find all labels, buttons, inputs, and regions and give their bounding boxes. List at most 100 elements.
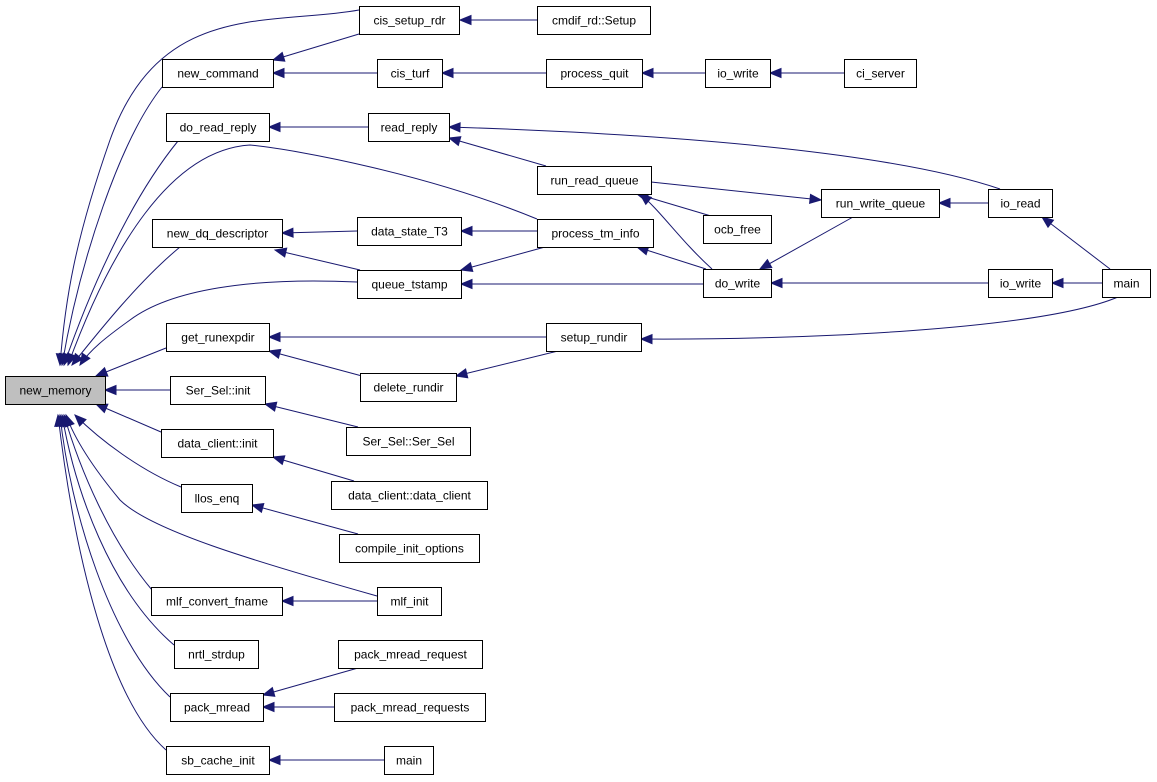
arrowhead-new_memory [103, 384, 117, 396]
node-mlf-init[interactable]: mlf_init [377, 587, 442, 616]
edge-setup_rundir-to-delete_rundir [455, 350, 559, 377]
node-do-write[interactable]: do_write [703, 269, 772, 298]
node-label: data_state_T3 [371, 225, 448, 239]
arrowhead-io_write_2 [1050, 277, 1064, 289]
node-box [152, 219, 283, 248]
node-box [151, 587, 283, 616]
edge-sb_cache_init-to-new_memory [57, 414, 167, 751]
node-box [5, 376, 106, 405]
node-label: io_write [717, 67, 759, 81]
edge-do_read_reply-to-new_memory [63, 140, 179, 366]
node-setup-rundir[interactable]: setup_rundir [546, 323, 642, 352]
node-label: llos_enq [195, 492, 240, 506]
edge-new_dq_descriptor-to-new_memory [71, 246, 181, 366]
node-label: process_tm_info [551, 227, 639, 241]
node-label: nrtl_strdup [188, 648, 245, 662]
node-label: io_write [1000, 277, 1042, 291]
node-pack-mread[interactable]: pack_mread [170, 693, 264, 722]
node-io-read[interactable]: io_read [988, 189, 1053, 218]
node-io-write-1[interactable]: io_write [705, 59, 771, 88]
node-new-command[interactable]: new_command [162, 59, 274, 88]
node-cmdif-setup[interactable]: cmdif_rd::Setup [537, 6, 651, 35]
node-pack-mread-requests[interactable]: pack_mread_requests [334, 693, 486, 722]
arrowhead-get_runexpdir [267, 331, 281, 343]
node-process-tm-info[interactable]: process_tm_info [537, 219, 654, 248]
node-label: pack_mread_request [354, 648, 467, 662]
edge-queue_tstamp-to-new_memory [79, 280, 358, 366]
arrowhead-io_write_1 [768, 67, 782, 79]
node-delete-rundir[interactable]: delete_rundir [360, 373, 457, 402]
node-llos-enq[interactable]: llos_enq [181, 484, 253, 513]
node-ser-sel-init[interactable]: Ser_Sel::init [170, 376, 266, 405]
call-nodes: new_memory cis_setup_rdr cmdif_rd::Setupne… [5, 6, 1151, 775]
node-label: data_client::data_client [348, 489, 471, 503]
node-process-quit[interactable]: process_quit [546, 59, 643, 88]
node-new-dq-descriptor[interactable]: new_dq_descriptor [152, 219, 283, 248]
arrowhead-setup_rundir [639, 333, 653, 345]
edge-io_read-to-read_reply [448, 126, 1001, 190]
node-new-memory[interactable]: new_memory [5, 376, 106, 405]
node-pack-mread-request[interactable]: pack_mread_request [338, 640, 483, 669]
arrowhead-ser_sel_init [263, 401, 278, 412]
node-mlf-convert-fname[interactable]: mlf_convert_fname [151, 587, 283, 616]
arrowhead-new_memory [94, 403, 109, 414]
node-box [181, 484, 253, 513]
node-box [546, 323, 642, 352]
edge-new_command-to-new_memory [61, 86, 163, 366]
node-queue-tstamp[interactable]: queue_tstamp [357, 270, 462, 299]
arrowhead-run_write_queue [809, 193, 823, 205]
edge-pack_mread_request-to-pack_mread [262, 667, 359, 696]
node-label: cis_setup_rdr [373, 14, 445, 28]
arrowhead-queue_tstamp [459, 278, 473, 290]
node-label: queue_tstamp [371, 278, 447, 292]
node-io-write-2[interactable]: io_write [988, 269, 1053, 298]
edge-run_read_queue-to-read_reply [448, 137, 547, 167]
node-main-1[interactable]: main [1102, 269, 1151, 298]
node-box [346, 427, 471, 456]
node-box [174, 640, 259, 669]
node-box [705, 59, 771, 88]
arrowhead-cis_turf [440, 67, 454, 79]
node-label: pack_mread [184, 701, 250, 715]
node-label: cis_turf [391, 67, 430, 81]
edge-delete_rundir-to-get_runexpdir [268, 350, 363, 377]
edge-data_state_T3-to-new_dq_descriptor [281, 230, 358, 234]
node-box [377, 59, 443, 88]
node-ci-server[interactable]: ci_server [844, 59, 917, 88]
node-box [537, 6, 651, 35]
node-label: run_write_queue [836, 197, 926, 211]
node-box [359, 6, 460, 35]
node-box [360, 373, 457, 402]
node-nrtl-strdup[interactable]: nrtl_strdup [174, 640, 259, 669]
node-cis-setup-rdr[interactable]: cis_setup_rdr [359, 6, 460, 35]
arrowhead-queue_tstamp [459, 261, 474, 273]
node-main-2[interactable]: main [384, 746, 434, 775]
node-box [170, 693, 264, 722]
node-box [703, 269, 772, 298]
node-ser-sel-ctor[interactable]: Ser_Sel::Ser_Sel [346, 427, 471, 456]
node-box [357, 270, 462, 299]
node-label: new_memory [19, 384, 91, 398]
node-data-state-T3[interactable]: data_state_T3 [357, 217, 462, 246]
node-run-write-queue[interactable]: run_write_queue [821, 189, 940, 218]
edge-data_client_ctor-to-data_client_init [272, 456, 355, 482]
node-ocb-free[interactable]: ocb_free [703, 215, 772, 244]
node-read-reply[interactable]: read_reply [368, 113, 450, 142]
arrowhead-do_read_reply [267, 121, 281, 133]
node-get-runexpdir[interactable]: get_runexpdir [166, 323, 270, 352]
node-run-read-queue[interactable]: run_read_queue [537, 166, 652, 195]
arrowhead-get_runexpdir [267, 348, 282, 360]
edge-process_tm_info-to-new_memory [67, 144, 538, 366]
node-sb-cache-init[interactable]: sb_cache_init [166, 746, 270, 775]
node-compile-init-options[interactable]: compile_init_options [339, 534, 480, 563]
arrowhead-delete_rundir [454, 368, 469, 379]
node-box [161, 429, 274, 458]
node-box [166, 746, 270, 775]
arrowhead-do_write [758, 258, 773, 270]
node-label: new_dq_descriptor [167, 227, 268, 241]
node-do-read-reply[interactable]: do_read_reply [166, 113, 270, 142]
node-data-client-ctor[interactable]: data_client::data_client [331, 481, 488, 510]
node-cis-turf[interactable]: cis_turf [377, 59, 443, 88]
node-data-client-init[interactable]: data_client::init [161, 429, 274, 458]
